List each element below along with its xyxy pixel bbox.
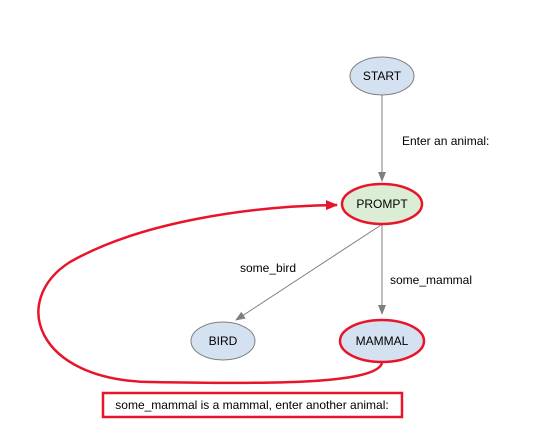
node-prompt: PROMPT	[340, 182, 424, 226]
edge-start-to-prompt: Enter an animal:	[378, 94, 489, 182]
edge-prompt-to-mammal-label: some_mammal	[390, 273, 472, 287]
node-start: START	[349, 56, 415, 96]
annotation-box-frame	[101, 391, 404, 419]
edge-prompt-to-bird-label: some_bird	[240, 261, 296, 275]
edge-prompt-to-bird-line	[235, 224, 382, 321]
edge-prompt-to-bird: some_bird	[235, 224, 382, 321]
annotation-text: some_mammal is a mammal, enter another a…	[115, 398, 388, 412]
annotation-box: some_mammal is a mammal, enter another a…	[101, 391, 404, 419]
edge-start-to-prompt-label: Enter an animal:	[402, 134, 489, 148]
node-bird-shape	[190, 321, 256, 361]
node-mammal-shape	[338, 318, 426, 364]
highlight-loop-arrow	[37, 200, 384, 385]
node-mammal-label: MAMMAL	[356, 334, 409, 348]
edge-prompt-to-mammal: some_mammal	[378, 225, 472, 315]
node-bird-label: BIRD	[209, 334, 238, 348]
node-prompt-shape	[340, 182, 424, 226]
node-mammal: MAMMAL	[338, 318, 426, 364]
node-bird: BIRD	[190, 321, 256, 361]
node-start-shape	[349, 56, 415, 96]
node-prompt-label: PROMPT	[356, 197, 408, 211]
node-start-label: START	[363, 69, 402, 83]
